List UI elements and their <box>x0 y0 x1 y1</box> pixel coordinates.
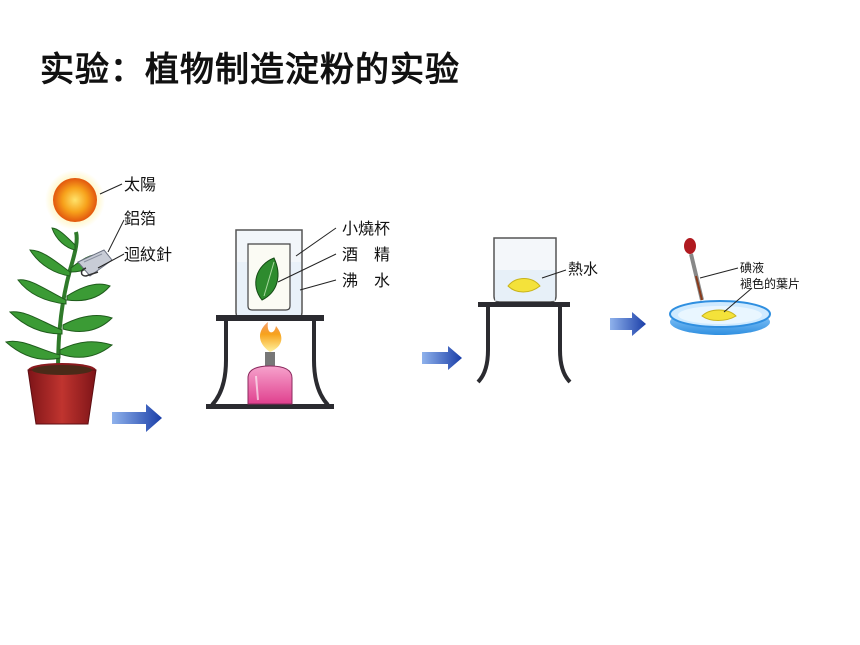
yellow-leaf-icon <box>507 278 541 293</box>
label-iodine: 碘液 <box>740 260 764 275</box>
arrow-icon-1 <box>112 404 162 432</box>
stand-top <box>478 302 570 307</box>
plant-leaves <box>4 227 114 360</box>
label-hot-water: 熱水 <box>568 260 598 278</box>
label-sun: 太陽 <box>124 175 156 194</box>
label-foil: 鋁箔 <box>124 209 156 228</box>
stand-base <box>206 404 334 409</box>
lamp-wick-holder <box>265 352 275 366</box>
step3-rinse-group: 熱水 <box>476 237 598 384</box>
step1-plant-group: 太陽 鋁箔 迴紋針 <box>4 170 172 425</box>
stand-top <box>216 315 324 321</box>
dropper-bulb <box>684 238 696 254</box>
faded-leaf-icon <box>701 309 737 321</box>
page-title: 实验：植物制造淀粉的实验 <box>40 50 460 90</box>
step4-iodine-group: 碘液 褪色的葉片 <box>669 238 800 335</box>
arrow-icon-3 <box>610 312 646 336</box>
arrow-icon-2 <box>422 346 462 370</box>
alcohol-lamp <box>247 365 293 405</box>
paperclip-icon <box>80 267 99 277</box>
label-boiling-water: 沸 水 <box>342 271 390 290</box>
flame-icon <box>260 322 282 352</box>
flower-pot <box>27 369 97 425</box>
label-faded-leaf: 褪色的葉片 <box>740 276 800 291</box>
label-alcohol: 酒 精 <box>342 245 390 264</box>
label-small-beaker: 小燒杯 <box>342 219 390 238</box>
step2-boiling-group: 小燒杯 酒 精 沸 水 <box>206 219 390 409</box>
sun-icon <box>53 178 97 222</box>
label-paperclip: 迴紋針 <box>124 245 172 264</box>
